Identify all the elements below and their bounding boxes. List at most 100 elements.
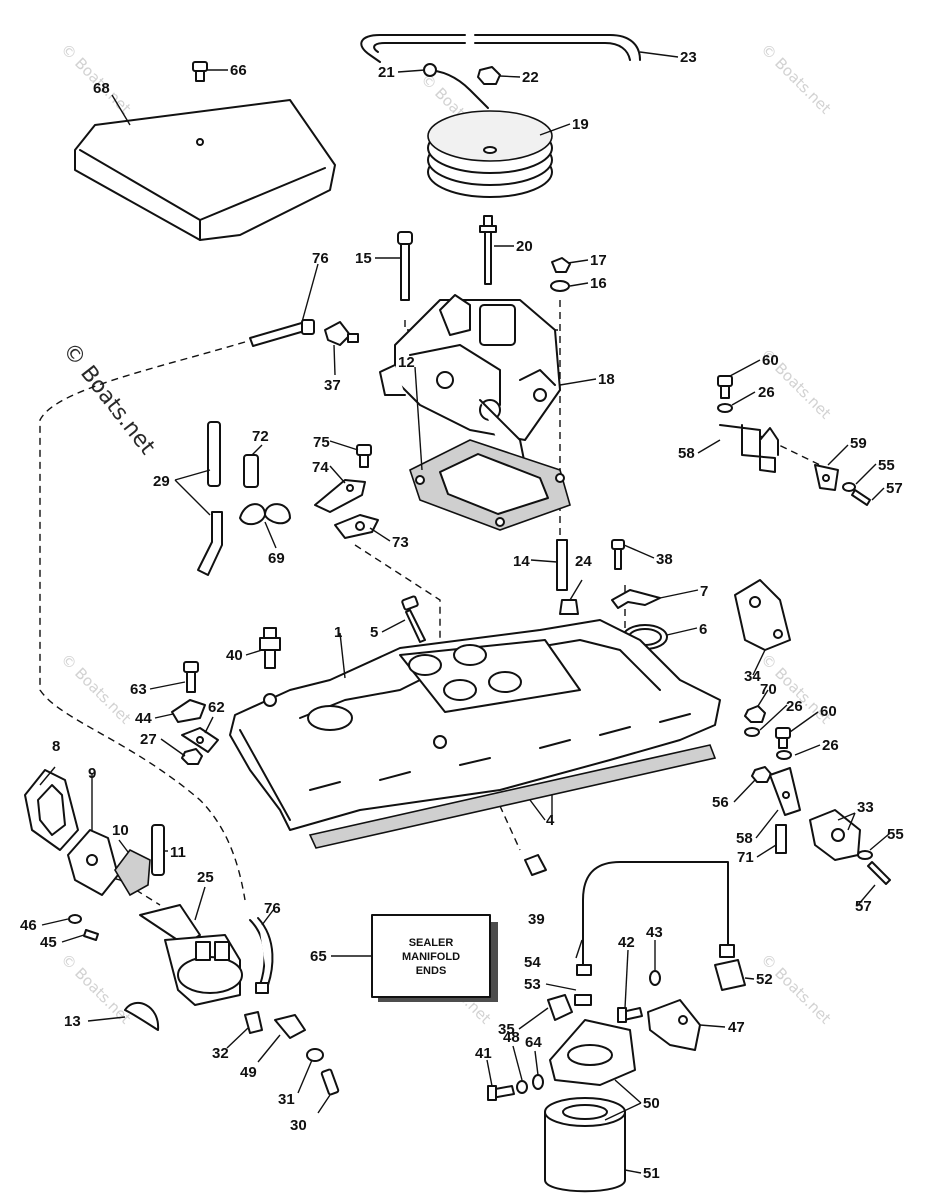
watermark: © Boats.net	[757, 40, 835, 118]
bolt-41	[487, 1085, 515, 1101]
callout-71: 71	[737, 849, 754, 866]
callout-26a: 26	[758, 384, 775, 401]
callout-12: 12	[398, 354, 415, 371]
callout-74: 74	[312, 459, 329, 476]
callout-69: 69	[268, 550, 285, 567]
stud-20	[479, 215, 497, 285]
callout-60a: 60	[762, 352, 779, 369]
nut-22	[477, 66, 501, 85]
callout-57b: 57	[855, 898, 872, 915]
callout-57a: 57	[886, 480, 903, 497]
note-line-1: SEALER	[409, 937, 454, 949]
callout-64: 64	[525, 1034, 542, 1051]
sealer-note-box: SEALER MANIFOLD ENDS	[371, 914, 498, 1002]
callout-75: 75	[313, 434, 330, 451]
callout-15: 15	[355, 250, 372, 267]
callout-76a: 76	[312, 250, 329, 267]
fitting-39	[524, 854, 547, 876]
stud-71	[775, 824, 787, 854]
callout-11: 11	[170, 844, 186, 861]
callout-63: 63	[130, 681, 147, 698]
callout-19: 19	[572, 116, 589, 133]
bolt-63	[183, 661, 199, 693]
callout-10: 10	[112, 822, 129, 839]
callout-72: 72	[252, 428, 269, 445]
elbow-35	[547, 994, 573, 1021]
bracket-62	[181, 727, 219, 753]
callout-50: 50	[643, 1095, 660, 1112]
callout-44: 44	[135, 710, 152, 727]
callout-33: 33	[857, 799, 874, 816]
callout-58a: 58	[678, 445, 695, 462]
hose-29-lower	[197, 511, 223, 576]
washer-55-lower	[857, 850, 873, 860]
hose-11	[151, 824, 165, 876]
callout-40: 40	[226, 647, 243, 664]
bracket-34	[734, 579, 791, 651]
callout-49: 49	[240, 1064, 257, 1081]
bracket-7	[611, 589, 661, 609]
flame-arrestor	[427, 110, 553, 198]
nut-24	[559, 599, 579, 615]
callout-31: 31	[278, 1091, 295, 1108]
note-line-3: ENDS	[416, 965, 447, 977]
callout-13: 13	[64, 1013, 81, 1030]
washer-26-mid	[744, 727, 760, 737]
callout-27: 27	[140, 731, 157, 748]
callout-48: 48	[503, 1029, 520, 1046]
callout-16: 16	[590, 275, 607, 292]
callout-55a: 55	[878, 457, 895, 474]
bracket-58-upper	[719, 424, 779, 473]
callout-8: 8	[52, 738, 60, 755]
screw-57-lower	[867, 861, 891, 885]
vent-hose-23	[360, 34, 641, 63]
callout-58b: 58	[736, 830, 753, 847]
callout-23: 23	[680, 49, 697, 66]
bolt-30	[320, 1068, 340, 1096]
callout-14: 14	[513, 553, 530, 570]
fuel-line-76-lower	[249, 917, 274, 994]
callout-59: 59	[850, 435, 867, 452]
bolt-66	[192, 61, 208, 82]
callout-45: 45	[40, 934, 57, 951]
callout-26c: 26	[822, 737, 839, 754]
pcv-tube-76-upper	[249, 319, 315, 347]
callout-56: 56	[712, 794, 729, 811]
callout-37: 37	[324, 377, 341, 394]
clamp-49	[274, 1014, 306, 1039]
intake-manifold	[229, 619, 721, 831]
watermark-main: © Boats.net	[57, 338, 160, 459]
washer-43	[649, 970, 661, 986]
screw-45	[83, 929, 99, 941]
callout-1: 1	[334, 624, 342, 641]
nut-70	[744, 705, 766, 723]
callout-41: 41	[475, 1045, 492, 1062]
callout-51: 51	[643, 1165, 660, 1182]
callout-labels: 66 68 23 21 22 19 15 20 17 16 76 37 18 1…	[20, 49, 904, 1182]
carburetor-gasket	[409, 439, 571, 531]
washer-46	[68, 914, 82, 924]
callout-53: 53	[524, 976, 541, 993]
clamp-69	[239, 503, 291, 526]
fitting-33	[809, 809, 861, 861]
callout-65: 65	[310, 948, 327, 965]
fitting-32	[244, 1011, 263, 1034]
elbow-fitting-37	[324, 321, 359, 346]
callout-24: 24	[575, 553, 592, 570]
gasket-8	[24, 769, 79, 851]
callout-18: 18	[598, 371, 615, 388]
callout-30: 30	[290, 1117, 307, 1134]
callout-52: 52	[756, 971, 773, 988]
callout-25: 25	[197, 869, 214, 886]
callout-5: 5	[370, 624, 378, 641]
callout-20: 20	[516, 238, 533, 255]
callout-76b: 76	[264, 900, 281, 917]
callout-9: 9	[88, 765, 96, 782]
clip-13	[124, 1001, 160, 1031]
washer-26-upper	[717, 403, 733, 413]
callout-34: 34	[744, 668, 761, 685]
callout-70: 70	[760, 681, 777, 698]
callout-39: 39	[528, 911, 545, 928]
washer-31	[306, 1048, 324, 1062]
